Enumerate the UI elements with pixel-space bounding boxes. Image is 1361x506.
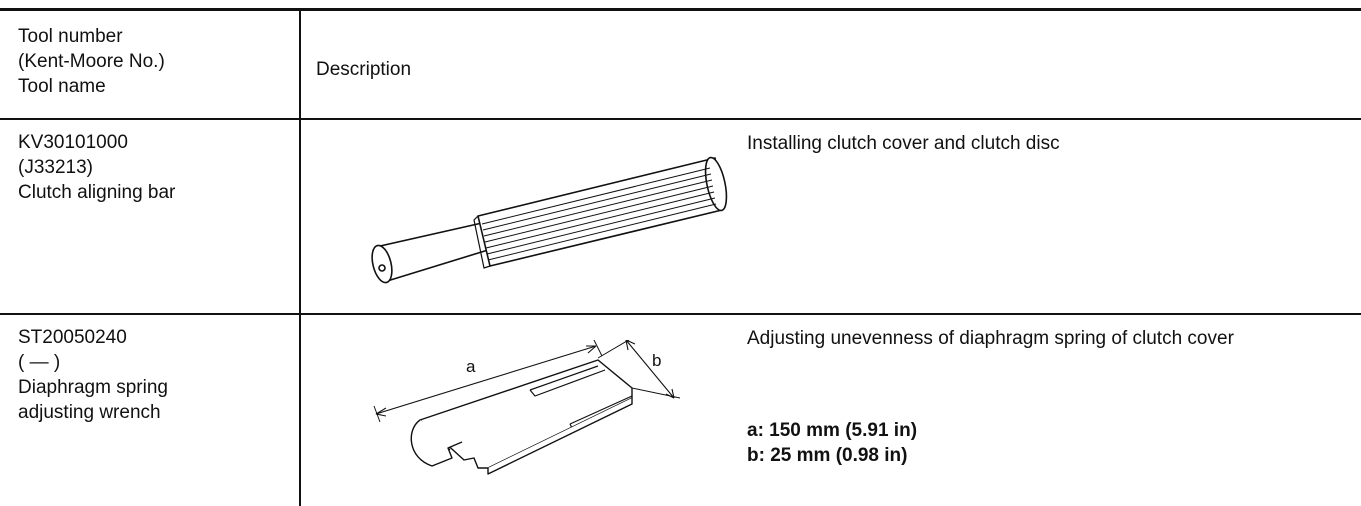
dimension-label-a: a [466,357,476,376]
header-kent-moore: (Kent-Moore No.) [18,51,165,72]
header-row-divider [0,118,1361,120]
tool-number: ST20050240 [18,327,127,348]
spec-b: b: 25 mm (0.98 in) [747,445,908,466]
kent-moore-number: ( — ) [18,352,61,373]
clutch-aligning-bar-icon [370,150,745,290]
dimension-label-b: b [652,351,661,370]
row-2-description: Adjusting unevenness of diaphragm spring… [747,328,1234,349]
tool-name: Clutch aligning bar [18,182,176,203]
header-tool-column: Tool number (Kent-Moore No.) Tool name [18,24,165,99]
spec-a: a: 150 mm (5.91 in) [747,420,918,441]
header-description: Description [316,59,412,80]
header-tool-name: Tool name [18,76,106,97]
row-1-description: Installing clutch cover and clutch disc [747,133,1060,154]
table-row-1-tool: KV30101000 (J33213) Clutch aligning bar [18,130,175,205]
table-top-rule [0,8,1361,11]
tool-number: KV30101000 [18,132,128,153]
row-2-specs: a: 150 mm (5.91 in) b: 25 mm (0.98 in) [747,418,917,468]
tool-name-line-2: adjusting wrench [18,402,161,423]
row-divider [0,313,1361,315]
kent-moore-number: (J33213) [18,157,93,178]
tool-name-line-1: Diaphragm spring [18,377,168,398]
header-tool-number: Tool number [18,26,123,47]
table-column-divider [299,11,301,506]
diaphragm-spring-wrench-icon: a b [370,340,700,480]
table-row-2-tool: ST20050240 ( — ) Diaphragm spring adjust… [18,325,168,425]
